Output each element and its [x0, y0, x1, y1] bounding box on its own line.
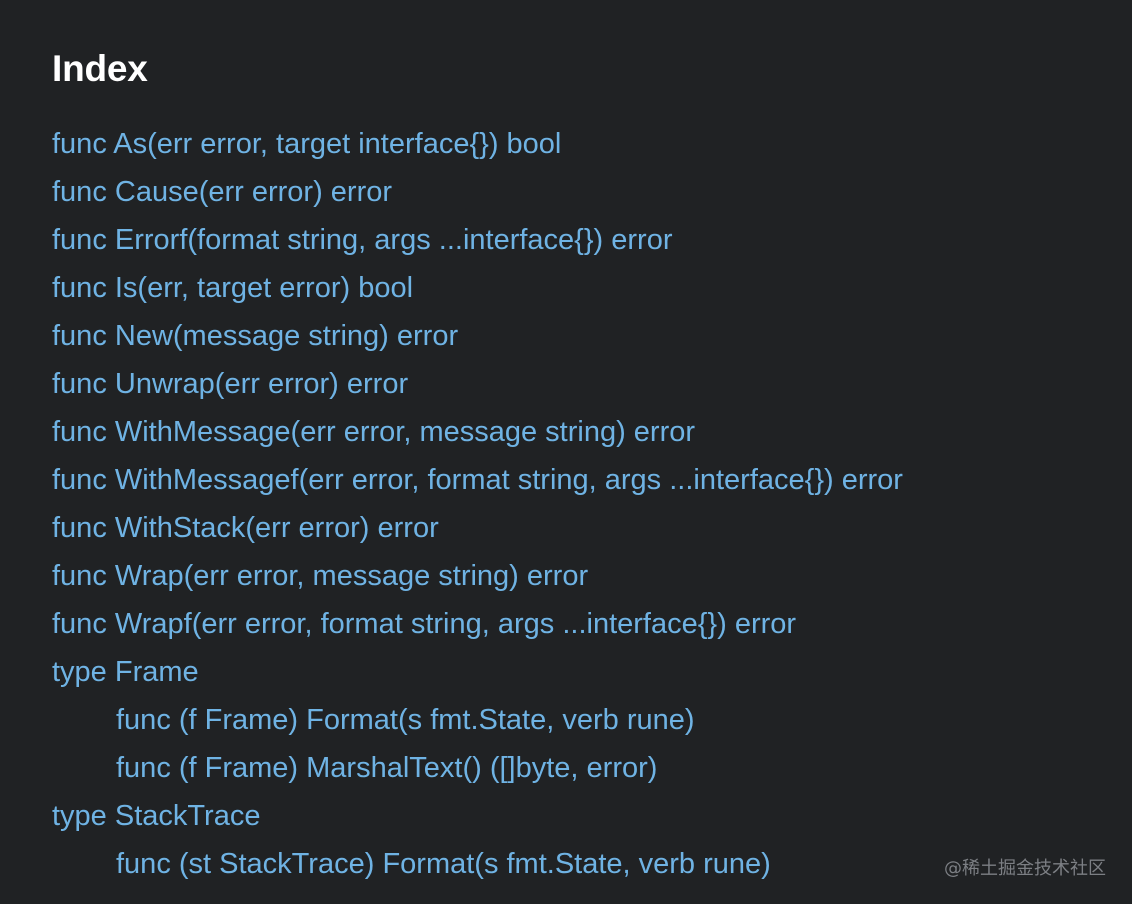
index-link-frame-format[interactable]: func (f Frame) Format(s fmt.State, verb … — [116, 704, 695, 736]
list-item: func Is(err, target error) bool — [52, 264, 1132, 312]
index-link-is[interactable]: func Is(err, target error) bool — [52, 272, 414, 304]
list-item: func Wrap(err error, message string) err… — [52, 552, 1132, 600]
index-link-errorf[interactable]: func Errorf(format string, args ...inter… — [52, 224, 673, 256]
list-item: func (f Frame) MarshalText() ([]byte, er… — [52, 744, 1132, 792]
index-link-withmessage[interactable]: func WithMessage(err error, message stri… — [52, 416, 696, 448]
list-item: func WithMessage(err error, message stri… — [52, 408, 1132, 456]
index-link-stacktrace-format[interactable]: func (st StackTrace) Format(s fmt.State,… — [116, 848, 771, 880]
list-item: type StackTrace — [52, 792, 1132, 840]
index-link-type-stacktrace[interactable]: type StackTrace — [52, 800, 261, 832]
list-item: func (st StackTrace) Format(s fmt.State,… — [52, 840, 1132, 888]
index-link-type-frame[interactable]: type Frame — [52, 656, 199, 688]
index-list: func As(err error, target interface{}) b… — [52, 120, 1132, 888]
index-link-unwrap[interactable]: func Unwrap(err error) error — [52, 368, 409, 400]
list-item: type Frame — [52, 648, 1132, 696]
index-link-cause[interactable]: func Cause(err error) error — [52, 176, 393, 208]
index-link-withmessagef[interactable]: func WithMessagef(err error, format stri… — [52, 464, 903, 496]
list-item: func Errorf(format string, args ...inter… — [52, 216, 1132, 264]
index-link-new[interactable]: func New(message string) error — [52, 320, 459, 352]
list-item: func Unwrap(err error) error — [52, 360, 1132, 408]
list-item: func WithStack(err error) error — [52, 504, 1132, 552]
list-item: func WithMessagef(err error, format stri… — [52, 456, 1132, 504]
list-item: func (f Frame) Format(s fmt.State, verb … — [52, 696, 1132, 744]
index-link-wrap[interactable]: func Wrap(err error, message string) err… — [52, 560, 589, 592]
index-link-wrapf[interactable]: func Wrapf(err error, format string, arg… — [52, 608, 797, 640]
list-item: func Cause(err error) error — [52, 168, 1132, 216]
index-link-withstack[interactable]: func WithStack(err error) error — [52, 512, 439, 544]
index-link-as[interactable]: func As(err error, target interface{}) b… — [52, 128, 562, 160]
list-item: func New(message string) error — [52, 312, 1132, 360]
list-item: func Wrapf(err error, format string, arg… — [52, 600, 1132, 648]
list-item: func As(err error, target interface{}) b… — [52, 120, 1132, 168]
index-heading: Index — [52, 48, 148, 89]
index-link-frame-marshaltext[interactable]: func (f Frame) MarshalText() ([]byte, er… — [116, 752, 658, 784]
watermark: @稀土掘金技术社区 — [944, 858, 1106, 879]
